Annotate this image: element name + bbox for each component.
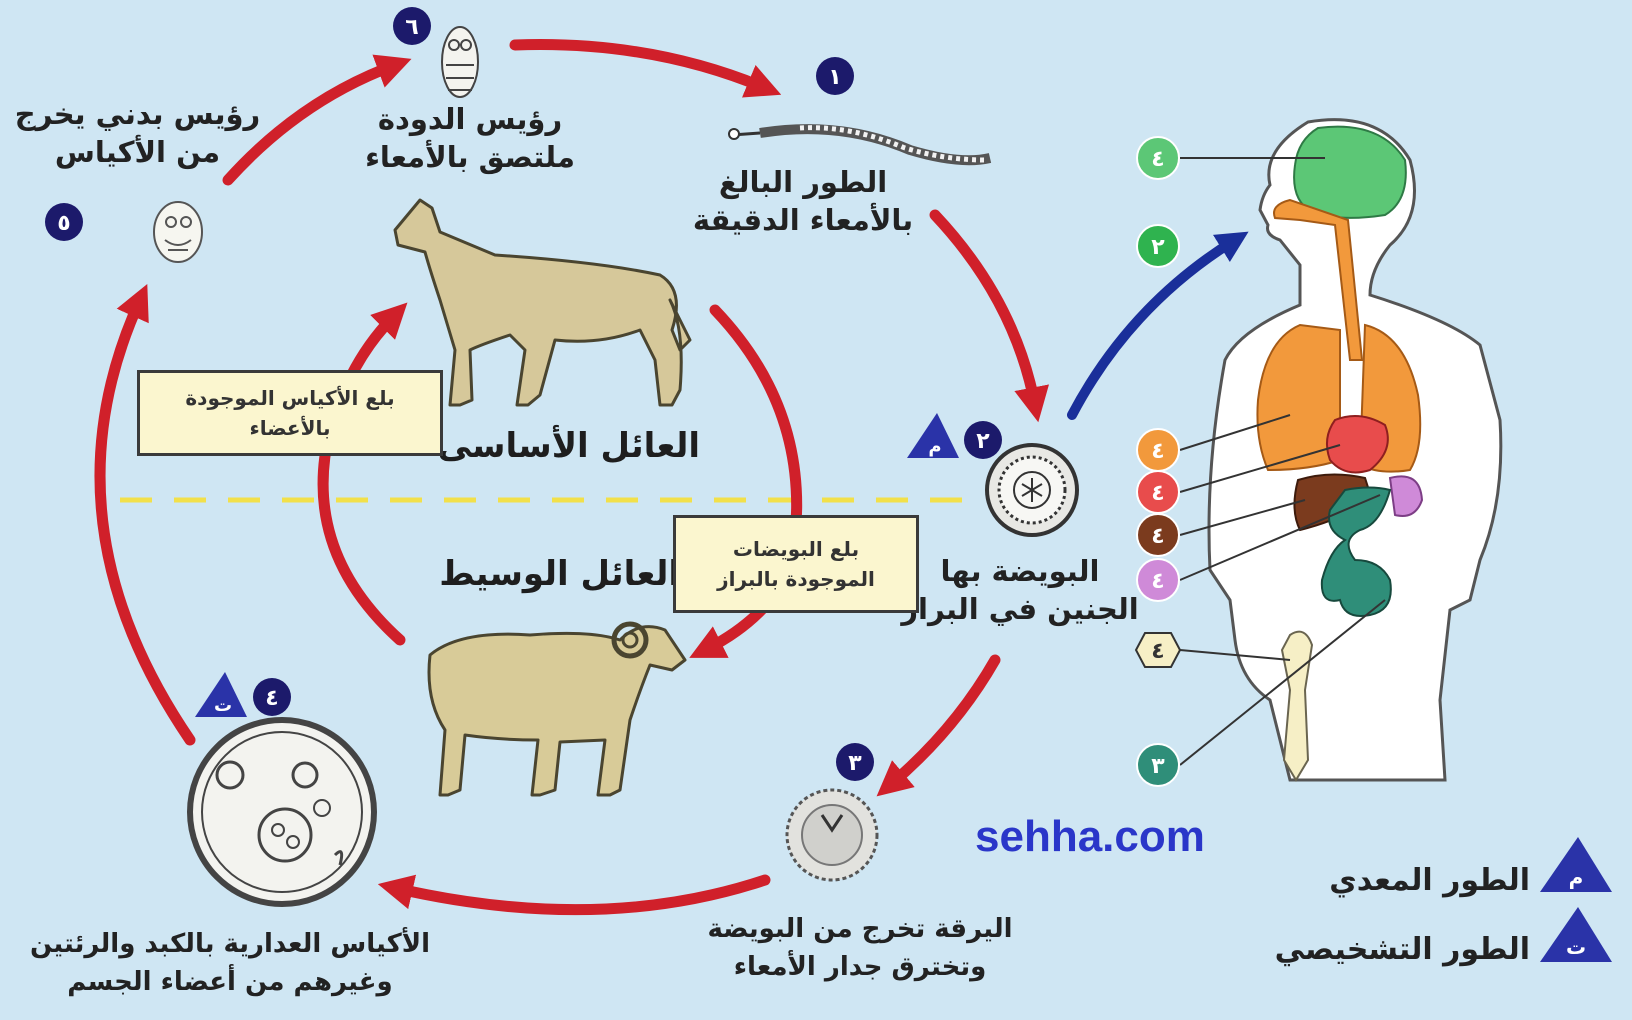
organ-badge-brain: ٤ (1151, 147, 1164, 172)
organ-badge-liver: ٤ (1151, 524, 1164, 549)
badge-6: ٦ (405, 15, 418, 40)
label-adult: الطور البالغبالأمعاء الدقيقة (688, 163, 918, 239)
badge-1: ١ (828, 65, 841, 90)
label-cysts: الأكياس العدارية بالكبد والرئتينوغيرهم م… (10, 925, 450, 1001)
label-egg: البويضة بهاالجنين في البراز (895, 552, 1145, 628)
label-scolex-emerges: رؤيس بدني يخرجمن الأكياس (0, 95, 275, 171)
legend-diagnostic-marker: ت (1566, 935, 1586, 959)
diagnostic-marker: ت (214, 695, 232, 716)
label-intermediate-host: العائل الوسيط (440, 555, 680, 593)
watermark-site: sehha.com (975, 812, 1205, 862)
box-swallow-eggs: بلع البويضاتالموجودة بالبراز (673, 515, 919, 613)
legend-diagnostic: الطور التشخيصي (1230, 932, 1530, 967)
badge-4: ٤ (265, 686, 278, 711)
organ-badge-entry: ٢ (1151, 235, 1165, 260)
organ-badge-intestine: ٣ (1151, 754, 1165, 779)
label-definitive-host: العائل الأساسى (440, 427, 700, 465)
badge-3: ٣ (848, 751, 862, 776)
organ-badge-spleen: ٤ (1151, 569, 1164, 594)
badge-2: ٢ (976, 429, 990, 454)
organ-badge-lungs: ٤ (1151, 439, 1164, 464)
badge-5: ٥ (57, 211, 70, 236)
box-swallow-cysts: بلع الأكياس الموجودةبالأعضاء (137, 370, 443, 456)
legend-infective-marker: م (1569, 865, 1584, 889)
infective-marker: م (928, 436, 941, 457)
label-larva: اليرقة تخرج من البويضةوتخترق جدار الأمعا… (690, 910, 1030, 986)
organ-badge-heart: ٤ (1151, 481, 1164, 506)
organ-badge-bone: ٤ (1151, 639, 1164, 664)
label-scolex-attached: رؤيس الدودةملتصق بالأمعاء (345, 100, 595, 176)
legend-infective: الطور المعدي (1290, 863, 1530, 898)
